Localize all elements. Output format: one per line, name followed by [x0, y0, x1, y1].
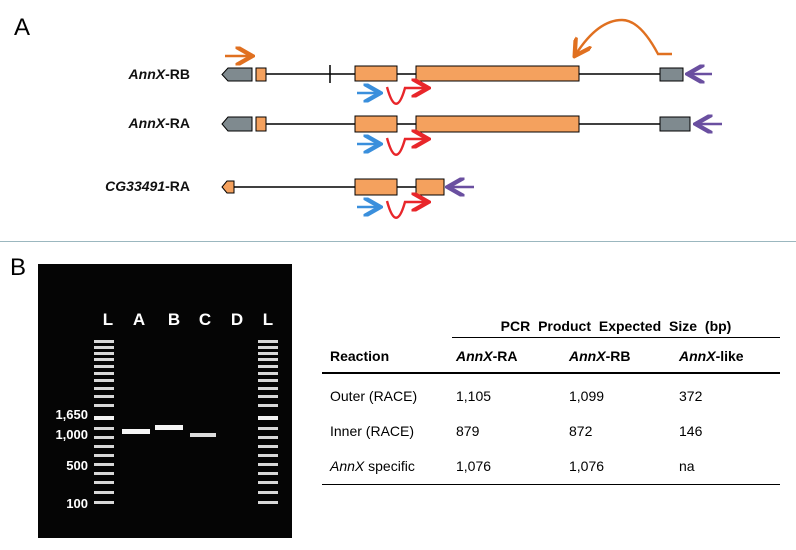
row-inner-like: 146: [679, 423, 703, 439]
row-outer-like: 372: [679, 388, 703, 404]
bottom-rule: [322, 484, 780, 485]
header-rule: [322, 372, 780, 374]
col-header-annx-rb: AnnX-RB: [569, 348, 631, 364]
transcript-cg33491-ra: [221, 178, 445, 196]
row-inner-rb: 872: [569, 423, 593, 439]
primer-arrows-ra: [357, 124, 722, 156]
col-header-annx-ra: AnnX-RA: [456, 348, 518, 364]
transcript-annx-rb: [221, 65, 684, 83]
marker-label-500: 500: [66, 458, 88, 473]
gene-label-annx-rb: AnnX-RB: [128, 66, 190, 82]
ladder-left: [94, 340, 114, 504]
panel-divider: [0, 241, 796, 242]
primer-arrows-rb: [225, 18, 712, 105]
band-lane-a: [122, 429, 150, 434]
table-group-header: PCR Product Expected Size (bp): [500, 318, 732, 334]
primer-arrows-cg33491: [357, 187, 474, 219]
lane-label-b: B: [167, 310, 181, 329]
row-outer-reaction: Outer (RACE): [330, 388, 418, 404]
row-specific-ra: 1,076: [456, 458, 492, 474]
lane-label-l1: L: [102, 310, 114, 329]
gel-bands: [94, 340, 278, 504]
gene-model-diagram: [221, 18, 722, 219]
gene-label-cg33491-ra: CG33491-RA: [105, 178, 190, 194]
group-header-rule: [452, 337, 780, 338]
transcript-annx-ra: [221, 115, 691, 133]
band-lane-b: [155, 425, 183, 430]
lane-label-d: D: [230, 310, 244, 329]
panel-label-a: A: [14, 14, 31, 41]
lane-label-a: A: [132, 310, 146, 329]
marker-label-1650: 1,650: [55, 407, 88, 422]
panel-label-b: B: [10, 254, 27, 281]
lane-label-l2: L: [262, 310, 274, 329]
row-outer-ra: 1,105: [456, 388, 492, 404]
lane-label-c: C: [198, 310, 212, 329]
row-specific-reaction: AnnX specific: [330, 458, 415, 474]
marker-label-1000: 1,000: [55, 427, 88, 442]
ladder-right: [258, 340, 278, 504]
row-specific-rb: 1,076: [569, 458, 605, 474]
band-lane-c: [190, 433, 216, 437]
col-header-reaction: Reaction: [330, 348, 390, 364]
row-inner-ra: 879: [456, 423, 480, 439]
row-specific-like: na: [679, 458, 695, 474]
marker-label-100: 100: [66, 496, 88, 511]
row-outer-rb: 1,099: [569, 388, 605, 404]
gene-label-annx-ra: AnnX-RA: [128, 115, 190, 131]
gel-image: L A B C D L 1,650 1,000 500 100: [38, 264, 292, 538]
row-inner-reaction: Inner (RACE): [330, 423, 415, 439]
col-header-annx-like: AnnX-like: [679, 348, 744, 364]
